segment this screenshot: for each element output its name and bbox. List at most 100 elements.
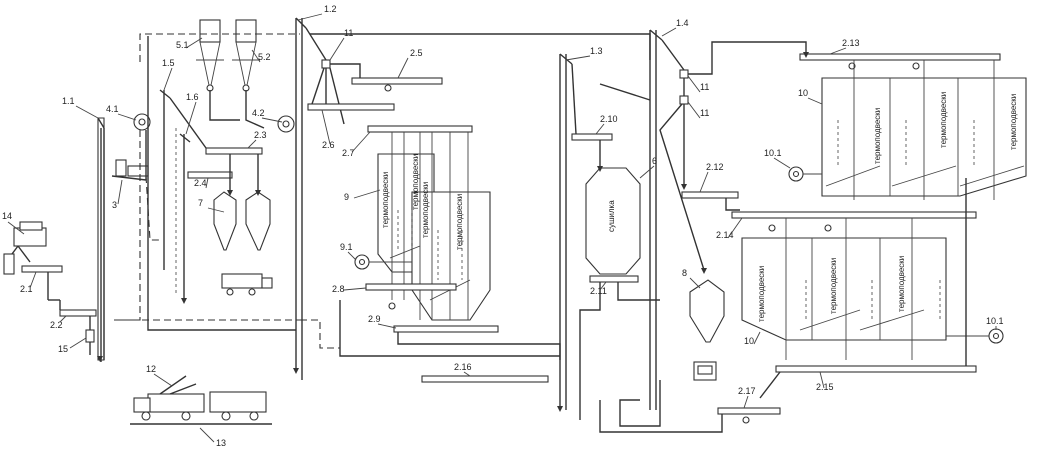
conveyor-2-11 [589, 275, 639, 283]
dryer-6-label: сушилка [607, 200, 616, 232]
label-1-6: 1.6 [186, 92, 199, 102]
elevator-1-4 [649, 29, 663, 410]
label-5-2: 5.2 [258, 52, 271, 62]
silo-group-10-top [821, 60, 1027, 200]
label-14: 14 [2, 211, 12, 221]
conveyor-2-4 [187, 171, 233, 179]
label-4-1: 4.1 [106, 104, 119, 114]
label-2-16: 2.16 [454, 362, 472, 372]
fan-10-1-bottom-icon [946, 328, 1004, 344]
silo-7-left [213, 191, 237, 251]
elevator-1-3 [559, 53, 573, 410]
conveyor-2-13 [799, 53, 1001, 70]
label-5-1: 5.1 [176, 40, 189, 50]
conveyor-2-6 [307, 103, 395, 111]
conveyor-2-1 [21, 265, 63, 310]
label-11-b: 11 [700, 82, 709, 92]
flow-arrows [97, 52, 809, 412]
label-2-1: 2.1 [20, 284, 33, 294]
truck-12-icon [130, 375, 272, 425]
conveyor-2-2 [59, 309, 97, 355]
label-2-5: 2.5 [410, 48, 423, 58]
label-1-1: 1.1 [62, 96, 75, 106]
label-2-4: 2.4 [194, 178, 207, 188]
conveyor-2-14 [731, 211, 977, 232]
conveyor-2-8 [365, 283, 457, 310]
thermo-label-10-6: термоподвески [897, 256, 906, 312]
label-11-c: 11 [700, 108, 709, 118]
label-2-8: 2.8 [332, 284, 345, 294]
label-9-1: 9.1 [340, 242, 353, 252]
elevator-1-1 [97, 117, 105, 362]
label-2-11: 2.11 [590, 286, 607, 296]
label-7: 7 [198, 198, 203, 208]
elevator-1-2 [295, 17, 307, 380]
dryer-6 [585, 167, 641, 275]
label-12: 12 [146, 364, 156, 374]
label-2-15: 2.15 [816, 382, 834, 392]
thermo-label-9-2: термоподвески [411, 154, 420, 210]
label-2-3: 2.3 [254, 130, 267, 140]
aspirator-4-2-icon [277, 115, 295, 133]
label-2-12: 2.12 [706, 162, 724, 172]
thermo-label-10-3: термоподвески [1009, 94, 1018, 150]
thermo-label-9-3: термоподвески [421, 182, 430, 238]
conveyor-2-9 [393, 325, 499, 333]
vertical-labels: сушилка термоподвески термоподвески терм… [381, 92, 1018, 322]
truck-8-icon [693, 361, 717, 381]
label-2-2: 2.2 [50, 320, 63, 330]
thermo-label-10-2: термоподвески [939, 92, 948, 148]
truck-silo-icon [221, 273, 273, 296]
label-2-10: 2.10 [600, 114, 618, 124]
label-2-14: 2.14 [716, 230, 734, 240]
label-2-7: 2.7 [342, 148, 355, 158]
conveyor-2-15 [775, 365, 977, 373]
dryer-9 [377, 132, 491, 321]
elevator-1-5 [159, 89, 171, 270]
label-1-5: 1.5 [162, 58, 175, 68]
conveyor-2-12 [681, 191, 739, 199]
conveyor-2-5 [351, 77, 443, 92]
label-2-6: 2.6 [322, 140, 335, 150]
conveyor-2-10 [571, 133, 613, 168]
conveyor-2-7 [367, 125, 473, 133]
cyclone-5-2 [232, 19, 260, 92]
label-2-9: 2.9 [368, 314, 381, 324]
thermo-label-10-4: термоподвески [757, 266, 766, 322]
label-3: 3 [112, 200, 117, 210]
silo-group-10-bottom [741, 218, 947, 360]
label-1-2: 1.2 [324, 4, 337, 14]
elevator-1-6 [179, 133, 191, 300]
leader-lines [7, 13, 997, 443]
label-6: 6 [652, 156, 657, 166]
fan-10-1-top-icon [788, 166, 822, 182]
thermo-label-10-5: термоподвески [829, 258, 838, 314]
label-10-b: 10 [744, 336, 754, 346]
label-11-a: 11 [344, 28, 353, 38]
label-4-2: 4.2 [252, 108, 265, 118]
label-9: 9 [344, 192, 349, 202]
conveyor-2-3 [205, 147, 263, 155]
label-2-13: 2.13 [842, 38, 860, 48]
label-13: 13 [216, 438, 226, 448]
label-1-4: 1.4 [676, 18, 689, 28]
label-10-1-a: 10.1 [764, 148, 782, 158]
conveyor-2-17 [717, 407, 781, 424]
separator-3 [111, 130, 149, 181]
thermo-label-9-1: термоподвески [381, 172, 390, 228]
labels: 14 2.1 2.2 15 1.1 4.1 3 1.5 5.1 1.6 5.2 … [2, 4, 1004, 448]
label-10-a: 10 [798, 88, 808, 98]
fan-9-1-icon [354, 254, 412, 270]
cyclone-5-1 [196, 19, 224, 92]
label-10-1-b: 10.1 [986, 316, 1004, 326]
silo-7-right [245, 191, 271, 251]
thermo-label-10-1: термоподвески [873, 108, 882, 164]
label-2-17: 2.17 [738, 386, 756, 396]
silo-8 [689, 279, 725, 343]
label-15: 15 [58, 344, 68, 354]
conveyor-2-16 [421, 375, 549, 383]
label-8: 8 [682, 268, 687, 278]
label-1-3: 1.3 [590, 46, 603, 56]
aspirator-4-1-icon [133, 113, 151, 131]
